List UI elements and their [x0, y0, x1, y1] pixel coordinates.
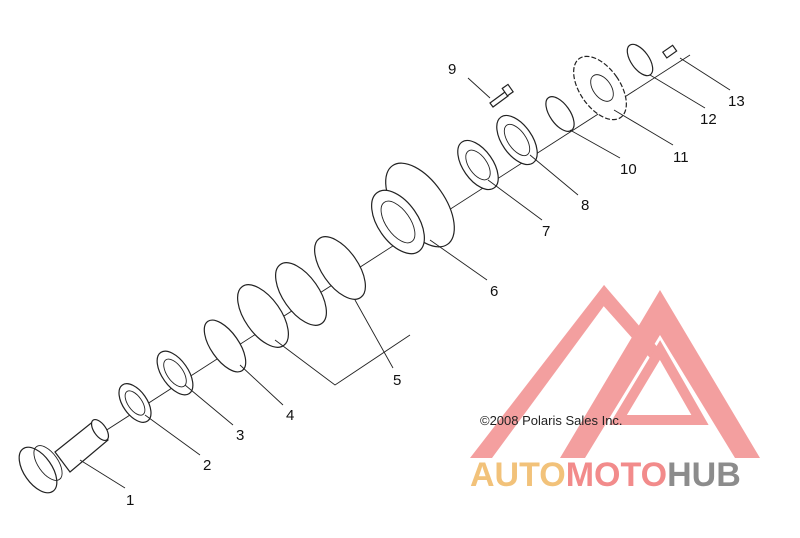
bevel-gear-shaft	[18, 418, 110, 494]
seal	[118, 383, 152, 423]
bearing-rear	[457, 139, 499, 191]
callout-4: 4	[286, 407, 294, 424]
sprocket-bolt	[661, 44, 678, 59]
callout-8: 8	[581, 197, 589, 214]
callout-5: 5	[393, 372, 401, 389]
copyright-text: ©2008 Polaris Sales Inc.	[480, 413, 623, 428]
leader-lines	[79, 57, 731, 489]
watermark-logo-icon	[470, 285, 760, 458]
housing-bolt	[489, 83, 514, 108]
callout-numbers: 1 2 3 4 5 6 7 8 9 10 11 12 13	[126, 61, 745, 509]
retainer-plate	[626, 43, 654, 77]
callout-1: 1	[126, 492, 134, 509]
lock-ring	[496, 114, 538, 166]
callout-12: 12	[700, 111, 717, 128]
callout-13: 13	[728, 93, 745, 110]
drive-sprocket	[573, 55, 627, 121]
callout-7: 7	[542, 223, 550, 240]
watermark-auto: AUTO	[470, 456, 566, 494]
callout-9: 9	[448, 61, 456, 78]
axis-line	[59, 54, 691, 461]
watermark-text: AUTOMOTOHUB	[470, 456, 741, 494]
callout-10: 10	[620, 161, 637, 178]
bearing-front	[156, 350, 194, 396]
callout-2: 2	[203, 457, 211, 474]
gasket-set	[237, 236, 366, 348]
watermark-hub: HUB	[667, 456, 741, 494]
bearing-housing	[371, 162, 455, 255]
callout-6: 6	[490, 283, 498, 300]
callout-11: 11	[673, 149, 689, 166]
o-ring	[203, 319, 247, 373]
watermark-moto: MOTO	[566, 456, 667, 494]
callout-3: 3	[236, 427, 244, 444]
